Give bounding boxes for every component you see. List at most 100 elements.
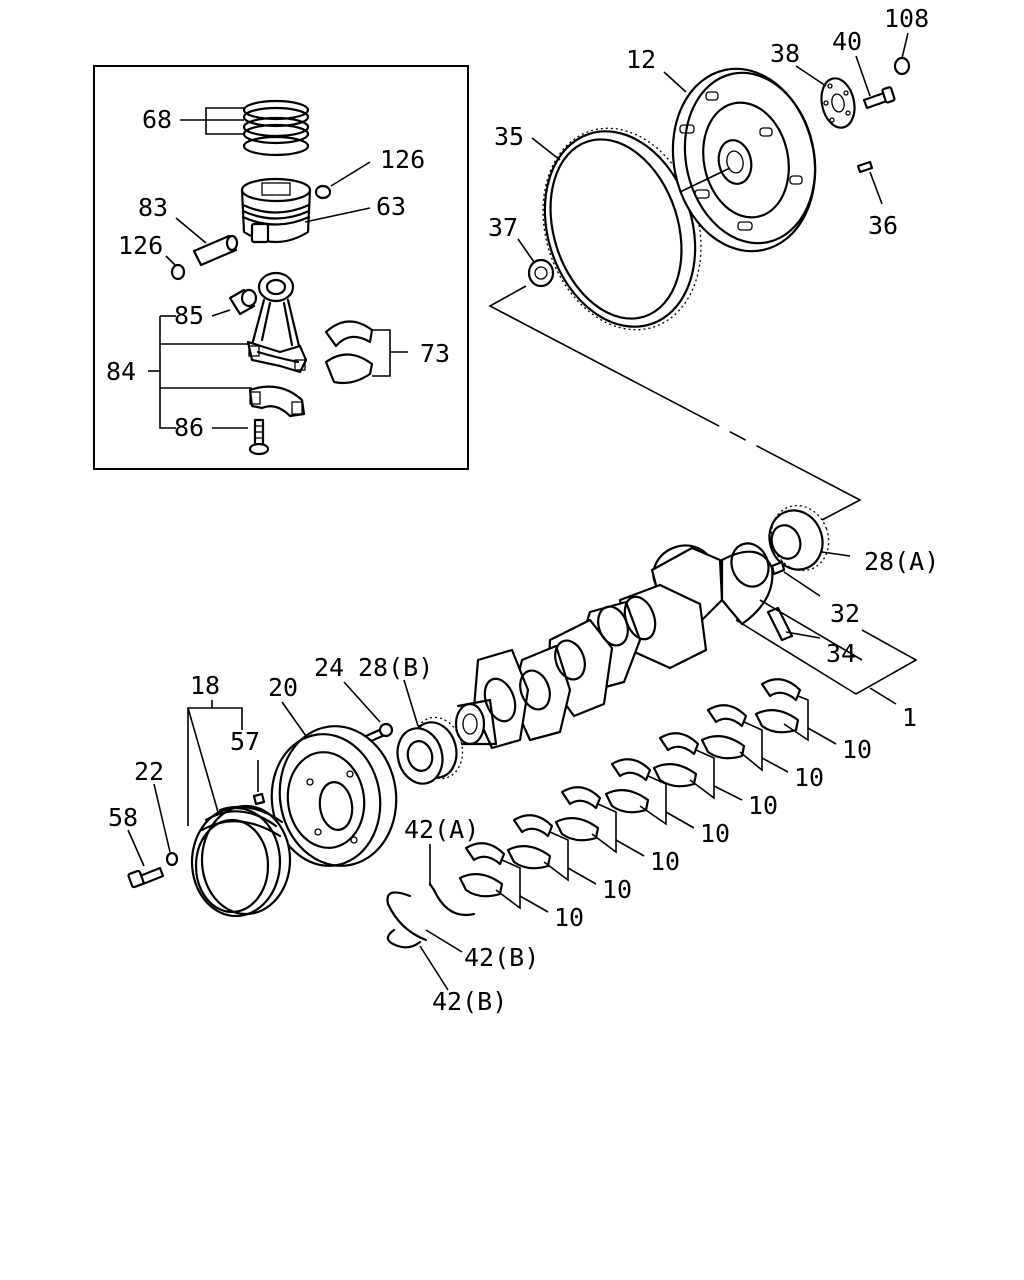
callout-10-5: 10 xyxy=(650,847,680,876)
callout-37: 37 xyxy=(488,213,518,242)
leader-68b xyxy=(205,120,244,135)
crank-key-32 xyxy=(770,560,786,576)
leader-22 xyxy=(153,783,171,853)
piston-pin xyxy=(192,234,239,267)
crank-gear-front xyxy=(396,716,464,785)
callout-35: 35 xyxy=(494,122,524,151)
leader-68 xyxy=(180,107,244,121)
callout-10-4: 10 xyxy=(700,819,730,848)
dowel-pin-36 xyxy=(856,160,874,174)
callout-34: 34 xyxy=(826,639,856,668)
callout-10-3: 10 xyxy=(748,791,778,820)
callout-24: 24 xyxy=(314,653,344,682)
thrust-washer-42a xyxy=(428,882,476,917)
callout-83: 83 xyxy=(138,193,168,222)
leader-28b xyxy=(403,679,419,727)
pilot-bearing xyxy=(527,258,555,288)
callout-10-6: 10 xyxy=(602,875,632,904)
callout-85: 85 xyxy=(174,301,204,330)
connecting-rod-cap xyxy=(248,385,306,418)
callout-36: 36 xyxy=(868,211,898,240)
flywheel xyxy=(671,67,817,253)
leader-83 xyxy=(175,217,207,244)
piston-rings xyxy=(242,99,310,157)
callout-40: 40 xyxy=(832,27,862,56)
leader-1-bracket xyxy=(735,619,918,695)
callout-10-2: 10 xyxy=(794,763,824,792)
callout-42a: 42(A) xyxy=(404,815,479,844)
callout-28b: 28(B) xyxy=(358,653,433,682)
leader-42b2 xyxy=(419,945,449,991)
callout-126-lower: 126 xyxy=(118,231,163,260)
leader-63 xyxy=(304,207,371,223)
leader-37 xyxy=(517,238,535,263)
callout-18: 18 xyxy=(190,671,220,700)
piston xyxy=(240,177,312,244)
leader-40 xyxy=(855,55,871,97)
leader-34 xyxy=(785,631,821,639)
crank-pin-34 xyxy=(766,606,794,642)
rod-bearing-shells xyxy=(324,320,374,385)
leader-24 xyxy=(343,681,381,723)
leader-36 xyxy=(869,171,883,205)
callout-38: 38 xyxy=(770,39,800,68)
leader-12 xyxy=(663,71,687,93)
leader-shaft-flywheel xyxy=(679,167,731,193)
leader-20 xyxy=(281,701,307,737)
leader-32 xyxy=(783,571,821,597)
axis-line-flywheel xyxy=(488,285,862,521)
leader-73 xyxy=(372,329,391,377)
callout-126-upper: 126 xyxy=(380,145,425,174)
callout-58: 58 xyxy=(108,803,138,832)
leader-58 xyxy=(127,829,145,867)
callout-12: 12 xyxy=(626,45,656,74)
leader-28a xyxy=(821,551,851,557)
callout-10-1: 10 xyxy=(842,735,872,764)
callout-10-7: 10 xyxy=(554,903,584,932)
crank-gear-rear xyxy=(768,504,830,572)
snap-ring-upper xyxy=(314,184,332,200)
callout-32: 32 xyxy=(830,599,860,628)
leader-85 xyxy=(211,309,231,317)
piston-rod-inset-frame xyxy=(93,65,469,470)
callout-22: 22 xyxy=(134,757,164,786)
rod-bolt xyxy=(248,418,270,456)
callout-108: 108 xyxy=(884,4,929,33)
rod-bushing xyxy=(228,288,258,316)
leader-108 xyxy=(901,32,909,59)
washer-22 xyxy=(165,851,179,867)
leader-84-bracket xyxy=(159,316,176,429)
flywheel-plate xyxy=(820,77,856,129)
pulley-bolt xyxy=(127,866,165,889)
thrust-washer-42b-upper xyxy=(386,891,428,942)
leader-42b1 xyxy=(425,929,463,953)
flywheel-bolt xyxy=(862,86,896,110)
main-bearing-leaders xyxy=(495,695,837,913)
connecting-rod xyxy=(246,271,308,374)
callout-42b-upper: 42(B) xyxy=(464,943,539,972)
leader-18-bracket xyxy=(187,707,243,826)
callout-63: 63 xyxy=(376,192,406,221)
o-ring-108 xyxy=(893,56,911,76)
leader-126b xyxy=(165,255,176,266)
callout-84: 84 xyxy=(106,357,136,386)
callout-1: 1 xyxy=(902,703,917,732)
callout-28a: 28(A) xyxy=(864,547,939,576)
leader-38 xyxy=(795,65,827,87)
snap-ring-lower xyxy=(170,263,186,281)
main-bearing-shells xyxy=(458,678,802,898)
callout-20: 20 xyxy=(268,673,298,702)
harmonic-damper xyxy=(270,725,398,867)
thrust-washer-42b-lower xyxy=(386,928,422,949)
crankshaft xyxy=(454,542,774,750)
callout-73: 73 xyxy=(420,339,450,368)
crank-pulley xyxy=(190,804,292,918)
leader-126a xyxy=(330,161,371,187)
callout-57: 57 xyxy=(230,727,260,756)
callout-42b-lower: 42(B) xyxy=(432,987,507,1016)
callout-68: 68 xyxy=(142,105,172,134)
damper-pin-57 xyxy=(252,792,266,806)
callout-86: 86 xyxy=(174,413,204,442)
leader-35 xyxy=(531,137,561,161)
